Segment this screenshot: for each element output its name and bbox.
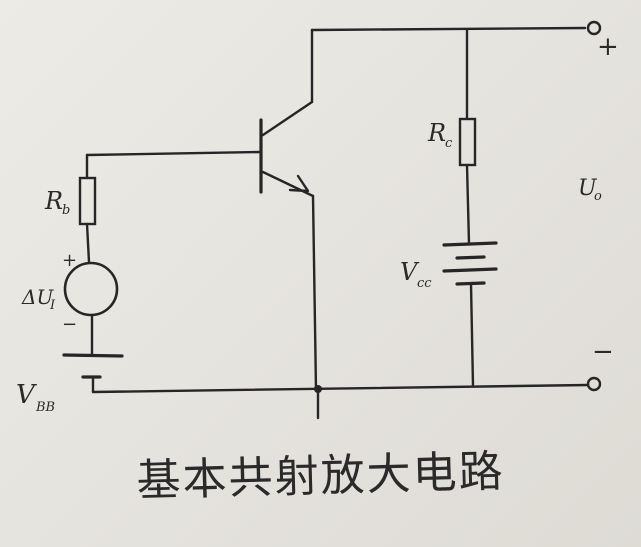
vcc-plate-2: [455, 255, 486, 260]
rc-to-vcc-wire: [465, 163, 471, 246]
label-output-voltage: U o: [578, 176, 602, 204]
label-vcc: V cc: [400, 258, 432, 291]
emitter-lead: [261, 170, 315, 198]
svg-text:cc: cc: [417, 276, 432, 291]
vcc-to-bottom-wire: [469, 282, 475, 388]
svg-text:V: V: [16, 380, 37, 410]
svg-text:R: R: [44, 187, 63, 215]
output-plus-terminal: [586, 20, 602, 36]
output-minus-terminal: [586, 376, 602, 392]
label-vbb: V BB: [16, 380, 55, 415]
svg-text:b: b: [62, 203, 70, 218]
svg-text:U: U: [578, 176, 598, 201]
npn-transistor: [259, 100, 315, 198]
rb-resistor: [78, 176, 97, 226]
vbb-long-plate: [62, 353, 124, 358]
label-input-voltage: ΔU I: [21, 285, 56, 313]
output-plus-sign: +: [597, 32, 619, 62]
source-minus-sign: −: [62, 314, 77, 335]
vcc-plate-1: [442, 241, 498, 247]
output-top-wire: [310, 26, 587, 32]
source-plus-sign: +: [62, 250, 77, 271]
emitter-arrow: [288, 174, 310, 193]
svg-text:V: V: [400, 258, 420, 286]
svg-text:R: R: [427, 119, 446, 147]
rc-resistor: [458, 117, 477, 167]
rb-to-source-wire: [85, 222, 91, 264]
output-minus-sign: −: [592, 337, 614, 367]
svg-text:I: I: [49, 298, 56, 313]
svg-text:ΔU: ΔU: [21, 285, 54, 309]
bottom-common-wire: [91, 383, 590, 394]
vcc-plate-3: [442, 267, 498, 273]
svg-text:o: o: [594, 189, 602, 204]
collector-lead: [261, 100, 314, 137]
base-wire: [85, 150, 263, 157]
emitter-wire: [311, 194, 318, 392]
label-rb: R b: [44, 187, 70, 218]
svg-text:c: c: [445, 136, 453, 151]
label-rc: R c: [427, 119, 453, 151]
svg-text:BB: BB: [35, 400, 55, 415]
